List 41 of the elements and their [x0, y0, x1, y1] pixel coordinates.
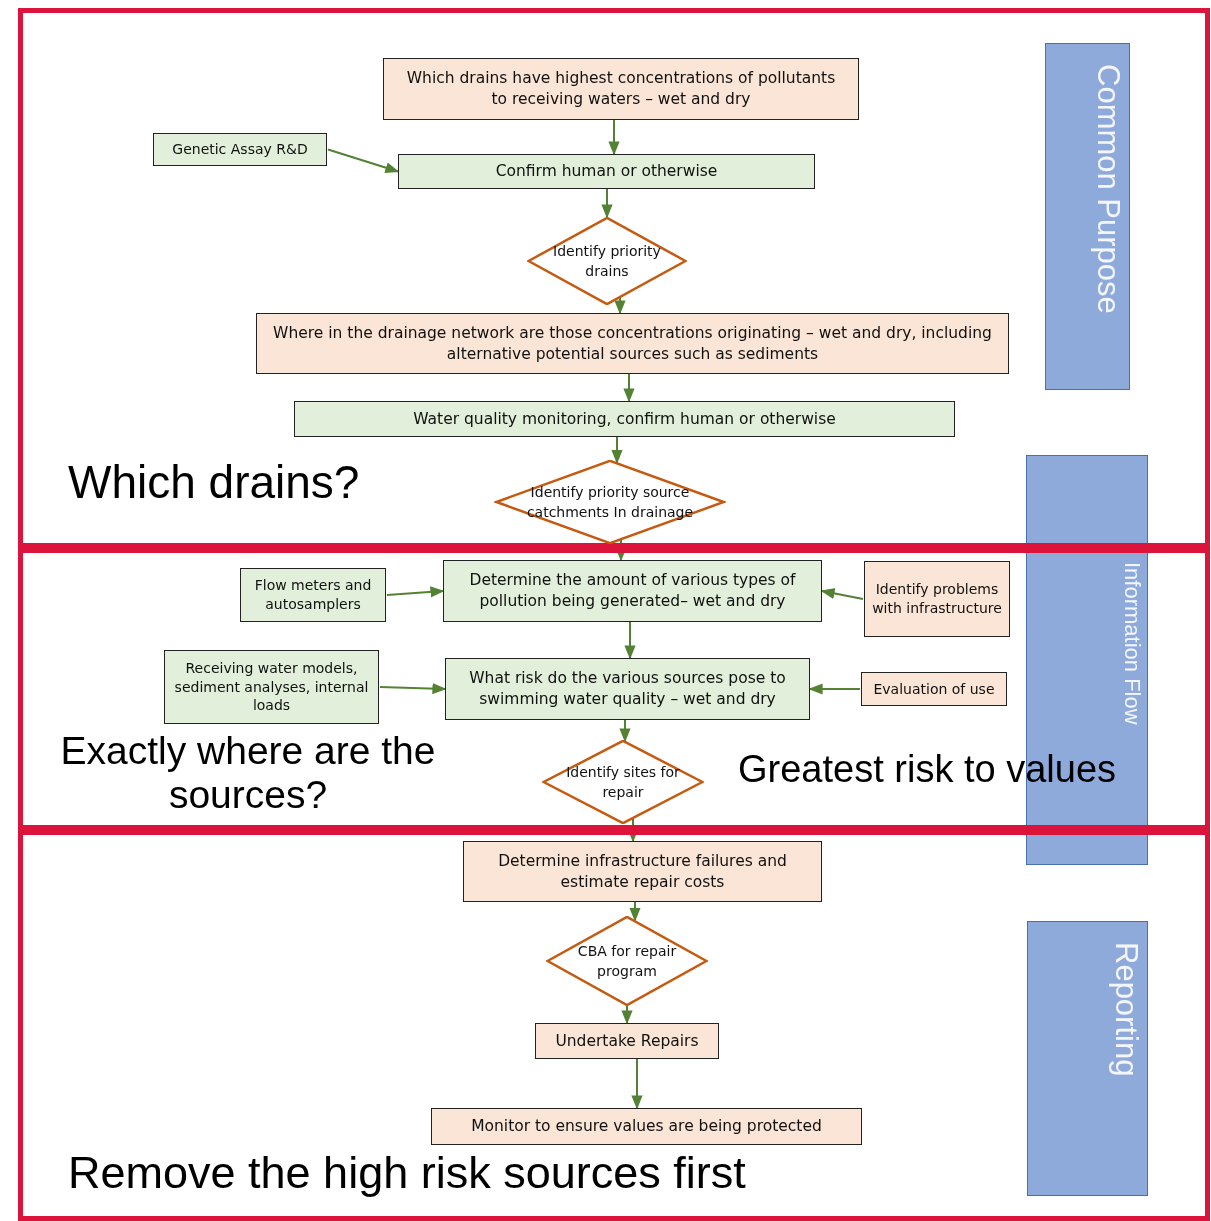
- process-box: Receiving water models, sediment analyses, internal loads: [164, 650, 379, 724]
- process-box: Which drains have highest concentrations of pollutants to receiving waters – wet and dry: [383, 58, 859, 120]
- arrow: [629, 901, 641, 922]
- arrow: [621, 1005, 633, 1025]
- process-box: Identify problems with infrastructure: [864, 561, 1010, 637]
- section-band: [18, 8, 1210, 548]
- arrow: [631, 1058, 643, 1110]
- arrow: [611, 436, 623, 464]
- arrow: [623, 373, 635, 403]
- decision-diamond: CBA for repair program: [546, 916, 708, 1006]
- process-box: Genetic Assay R&D: [153, 133, 327, 166]
- process-box: Water quality monitoring, confirm human or otherwise: [294, 401, 955, 437]
- arrow: [614, 296, 626, 315]
- decision-diamond: Identify priority drains: [527, 217, 687, 305]
- process-box: Undertake Repairs: [535, 1023, 719, 1059]
- section-band: [18, 830, 1210, 1221]
- side-banner: Reporting: [1027, 921, 1148, 1196]
- arrow: [327, 148, 400, 174]
- side-banner: Common Purpose: [1045, 43, 1130, 390]
- process-box: Evaluation of use: [861, 672, 1007, 706]
- process-box: Confirm human or otherwise: [398, 154, 815, 189]
- arrow: [608, 119, 620, 156]
- process-box: What risk do the various sources pose to swimming water quality – wet and dry: [445, 658, 810, 720]
- arrow: [808, 683, 861, 695]
- arrow: [386, 586, 445, 598]
- section-heading: Exactly where are the sources?: [59, 729, 437, 817]
- arrow: [601, 188, 613, 219]
- section-heading: Greatest risk to values: [738, 748, 1117, 791]
- decision-diamond: Identify sites for repair: [542, 740, 704, 824]
- process-box: Determine the amount of various types of pollution being generated– wet and dry: [443, 560, 822, 622]
- arrow: [619, 719, 631, 743]
- decision-diamond: Identify priority source catchments In drainage: [494, 460, 726, 544]
- section-heading: Remove the high risk sources first: [68, 1148, 746, 1199]
- arrow: [624, 621, 636, 660]
- process-box: Monitor to ensure values are being protected: [431, 1108, 862, 1145]
- section-heading: Which drains?: [68, 457, 360, 509]
- process-box: Flow meters and autosamplers: [240, 568, 386, 622]
- arrow: [820, 587, 864, 600]
- arrow: [379, 683, 447, 695]
- process-box: Determine infrastructure failures and estimate repair costs: [463, 841, 822, 902]
- process-box: Where in the drainage network are those concentrations originating – wet and dry, including alternative potential sources such as sediments: [256, 313, 1009, 374]
